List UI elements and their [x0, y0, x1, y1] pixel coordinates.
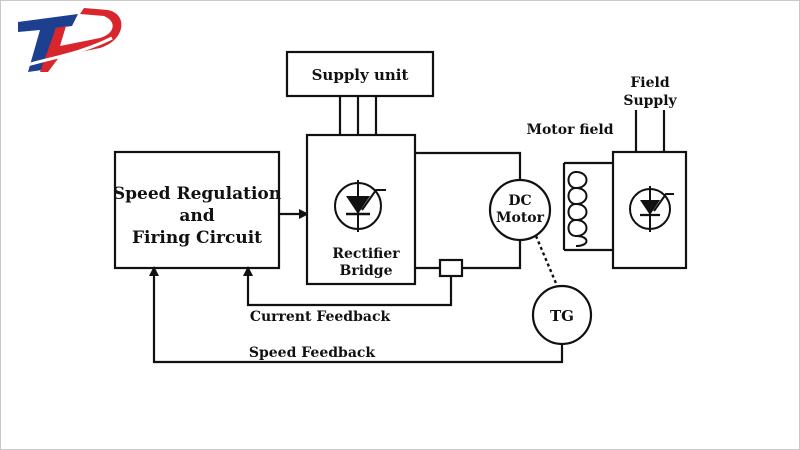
- speed-regulation-line-3: Firing Circuit: [132, 228, 262, 248]
- tg-label: TG: [550, 307, 574, 325]
- field-supply-label-line-2: Supply: [623, 93, 677, 109]
- speed-feedback-label: Speed Feedback: [249, 345, 376, 361]
- current-feedback-line: [243, 266, 453, 307]
- logo-swoosh: [23, 36, 113, 68]
- speed-feedback-line: [149, 266, 564, 364]
- thyristor-icon: [334, 180, 386, 232]
- field-thyristor-icon: [629, 186, 674, 232]
- rectifier-label-line-1: Rectifier: [332, 246, 400, 262]
- motor-shaft-link: [534, 235, 560, 289]
- company-logo: TP: [18, 8, 122, 72]
- field-coil-icon: [567, 171, 588, 247]
- logo-letter-t: [18, 14, 78, 72]
- speed-regulation-box: [113, 150, 281, 270]
- dc-motor-label-line-2: Motor: [496, 210, 545, 226]
- motor-field-label: Motor field: [526, 122, 613, 138]
- dc-motor: [488, 178, 552, 242]
- current-feedback-label: Current Feedback: [250, 309, 391, 325]
- field-supply-label-line-1: Field: [630, 75, 669, 91]
- motor-supply-wire-bottom-right: [462, 236, 522, 270]
- supply-unit-box: [285, 50, 435, 98]
- motor-supply-wire-top: [415, 151, 522, 185]
- supply-unit-label: Supply unit: [312, 66, 409, 84]
- current-sensor: [438, 258, 464, 278]
- rectifier-label-line-2: Bridge: [339, 263, 392, 279]
- dc-motor-label-line-1: DC: [508, 193, 531, 209]
- speed-regulation-line-2: and: [179, 206, 214, 226]
- speed-regulation-line-1: Speed Regulation: [113, 184, 281, 204]
